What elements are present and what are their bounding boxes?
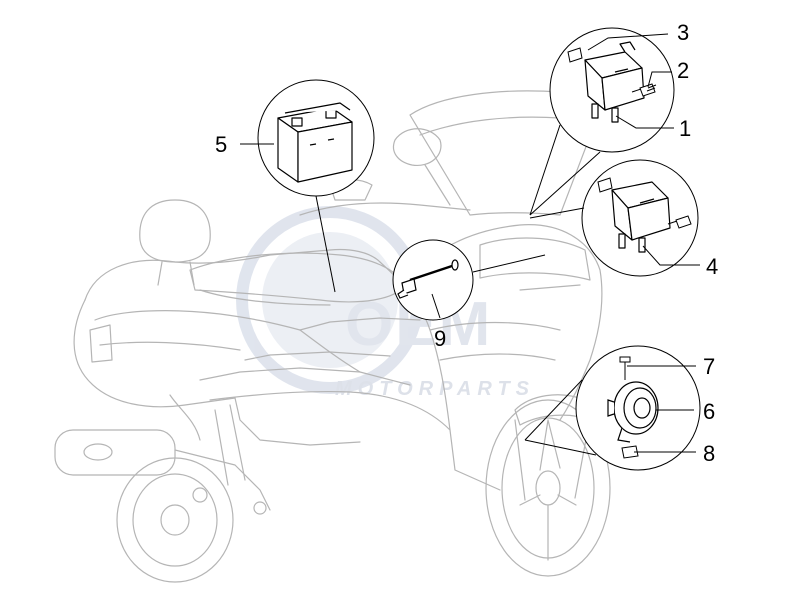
callout-6: 6 (703, 399, 715, 424)
clip-icon (567, 47, 583, 63)
horn-icon (607, 381, 659, 443)
watermark: OEM MOTORPARTS (236, 206, 535, 400)
left-mirror (392, 128, 442, 167)
screw-icon (619, 356, 631, 380)
watermark-subtitle: MOTORPARTS (335, 378, 535, 400)
leader-1 (615, 115, 674, 129)
leader-9 (431, 293, 441, 319)
relay-inset-top (529, 27, 675, 216)
relay-icon (584, 41, 645, 123)
front-wheel (485, 399, 611, 577)
callout-9: 9 (434, 326, 446, 351)
callout-numbers: 3 2 1 4 5 9 7 6 8 (215, 20, 718, 466)
scooter-outline (54, 90, 617, 583)
front-shield (404, 224, 603, 421)
clip-icon-2 (597, 177, 613, 193)
watermark-disc (262, 232, 398, 368)
rear-wheel (116, 457, 234, 583)
switch-inset (392, 239, 546, 321)
callout-7: 7 (703, 354, 715, 379)
horn-inset (524, 345, 701, 471)
stop-switch-icon (397, 259, 459, 299)
backrest (139, 199, 211, 263)
callout-5: 5 (215, 132, 227, 157)
relay-inset-bottom (529, 159, 699, 277)
bracket-icon (621, 445, 639, 459)
leader-3 (587, 33, 669, 51)
bolt-icon-2 (667, 215, 692, 229)
battery-icon (277, 102, 353, 183)
callout-4: 4 (706, 254, 718, 279)
callout-leaders (240, 33, 700, 453)
relay-icon-2 (611, 181, 671, 253)
battery-inset (257, 79, 375, 293)
callout-8: 8 (703, 441, 715, 466)
muffler (54, 429, 176, 476)
callout-1: 1 (679, 116, 691, 141)
leader-2 (647, 71, 672, 88)
switch-inset-circle (392, 239, 474, 321)
leader-4 (642, 245, 700, 266)
callout-3: 3 (677, 20, 689, 45)
callout-2: 2 (677, 58, 689, 83)
